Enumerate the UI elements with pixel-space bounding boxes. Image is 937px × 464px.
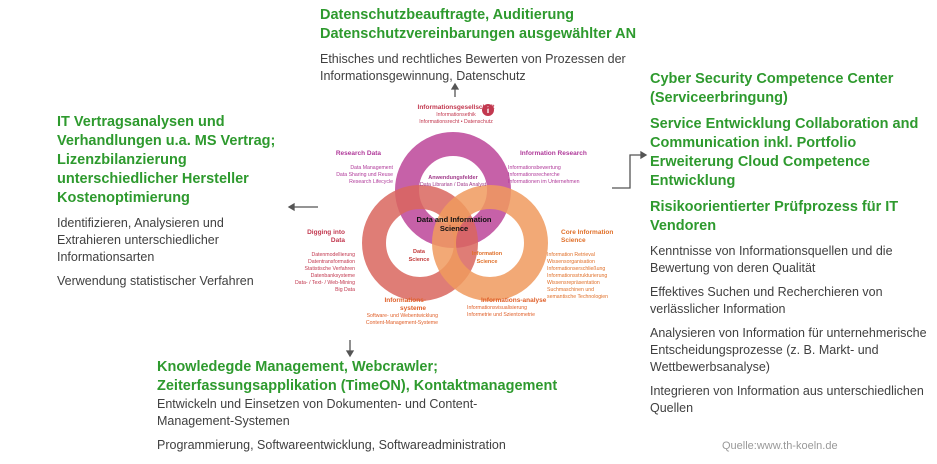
info-science-label: Information Science: [471, 251, 503, 265]
title: Digging into Data: [307, 229, 345, 244]
text: Identifizieren, Analysieren und Extrahie…: [57, 216, 224, 264]
items: Informationsethik Informationsrecht • Da…: [419, 112, 493, 125]
items: Software- und Webentwicklung Content-Man…: [365, 313, 438, 326]
title: Informationsgesellschaft: [417, 104, 495, 111]
text: Kenntnisse von Informationsquellen und d…: [650, 244, 893, 275]
heading: Risikoorientierter Prüfprozess für IT Ve…: [650, 199, 899, 234]
heading: Service Entwicklung Collaboration and Co…: [650, 116, 919, 189]
title: Research Data: [335, 150, 381, 157]
text: Programmierung, Softwareentwicklung, Sof…: [157, 438, 506, 452]
title: Core Information Science: [561, 229, 614, 244]
left-block: IT Vertragsanalysen und Verhandlungen u.…: [57, 113, 282, 290]
research-data: Research Data Data Management Data Shari…: [318, 143, 393, 193]
text: Verwendung statistischer Verfahren: [57, 274, 254, 288]
systeme: Informations-systeme Software- und Weben…: [360, 297, 438, 327]
title: Informations-systeme: [384, 297, 426, 312]
anwendung-label: Anwendungsfelder: [428, 175, 478, 181]
ring-data-science: [362, 185, 478, 301]
info-research: Information Research Informationsbewertu…: [508, 143, 598, 193]
data-science-label: Data Science: [408, 249, 430, 263]
text: Integrieren von Information aus untersch…: [650, 384, 924, 415]
items: Informationsbewertung Informationsrecher…: [508, 165, 580, 185]
heading: Datenschutzvereinbarungen ausgewählter A…: [320, 26, 637, 42]
info-icon: [482, 104, 494, 116]
anwendung-sub: Data Librarian / Data Analyst: [419, 182, 487, 188]
arrow-right: [612, 154, 642, 189]
items: Data Management Data Sharing und Reuse R…: [336, 165, 393, 185]
text: Effektives Suchen und Recherchieren von …: [650, 285, 883, 316]
bottom-block: Knowledegde Management, Webcrawler; Zeit…: [157, 358, 642, 454]
heading: IT Vertragsanalysen und Verhandlungen u.…: [57, 114, 276, 206]
source-label: Quelle:www.th-koeln.de: [722, 440, 838, 452]
items: Informationsvisualisierung Informetrie u…: [467, 305, 536, 318]
heading: Zeiterfassungsapplikation (TimeON), Kont…: [157, 378, 558, 394]
heading: Cyber Security Competence Center (Servic…: [650, 71, 894, 106]
title: Information Research: [520, 150, 587, 157]
items: Information Retrieval Wissensorganisatio…: [547, 252, 609, 300]
svg-text:i: i: [487, 105, 490, 115]
heading: Datenschutzbeauftragte, Auditierung: [320, 7, 575, 23]
center-label: Data and Information Science: [416, 215, 492, 233]
items: Datenmodellierung Datentransformation St…: [294, 252, 355, 293]
text: Ethisches und rechtliches Bewerten von P…: [320, 52, 626, 83]
digging: Digging into Data Datenmodellierung Date…: [290, 222, 355, 301]
right-block: Cyber Security Competence Center (Servic…: [650, 70, 932, 417]
text: Entwickeln und Einsetzen von Dokumenten-…: [157, 397, 478, 428]
title: Informations-analyse: [481, 297, 547, 304]
analyse: Informations-analyse Informationsvisuali…: [467, 297, 547, 319]
gesellschaft: Informationsgesellschaft Informationseth…: [396, 104, 516, 126]
ring-information-science: [432, 185, 548, 301]
heading: Knowledegde Management, Webcrawler;: [157, 359, 438, 375]
text: Analysieren von Information für unterneh…: [650, 326, 927, 374]
core: Core Information Science Information Ret…: [547, 222, 627, 308]
top-block: Datenschutzbeauftragte, Auditierung Date…: [320, 6, 690, 85]
